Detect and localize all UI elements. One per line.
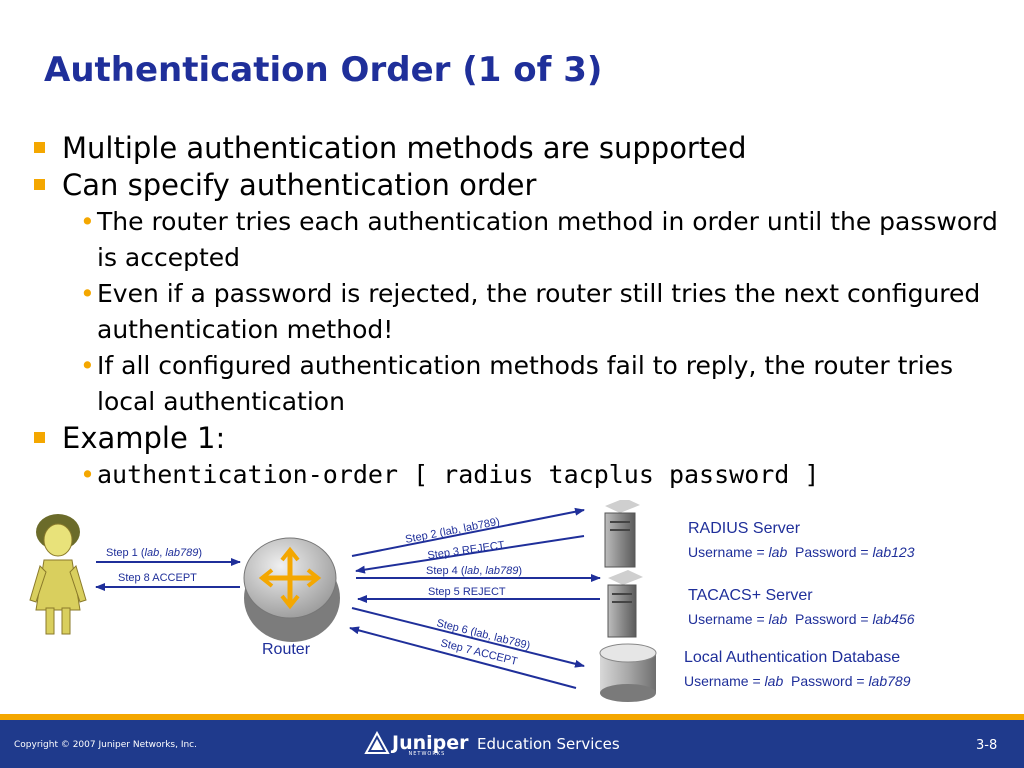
bullet-list: Multiple authentication methods are supp… (34, 130, 1019, 493)
page-number: 3-8 (976, 738, 998, 753)
radius-credentials: Username = lab Password = lab123 (688, 544, 915, 560)
square-bullet-icon (34, 179, 45, 190)
brand-subtitle: NETWORKS (408, 751, 446, 757)
dot-bullet-icon: • (80, 460, 96, 489)
dot-bullet-icon: • (80, 279, 95, 308)
sub-bullet-text: Even if a password is rejected, the rout… (97, 279, 981, 344)
sub-bullet-text: If all configured authentication methods… (97, 351, 954, 416)
arrow-step-2 (351, 507, 585, 557)
bullet-text: Can specify authentication order (62, 168, 537, 202)
authentication-diagram: Router Step 1 (lab, lab789) Step 8 ACCEP… (29, 500, 915, 702)
step-4-label: Step 4 (lab, lab789) (426, 565, 522, 577)
arrow-step-6 (351, 607, 585, 668)
step-3-label: Step 3 REJECT (427, 539, 506, 562)
tacacs-server-title: TACACS+ Server (688, 587, 813, 604)
footer-bar (0, 714, 1024, 768)
step-5-label: Step 5 REJECT (428, 586, 506, 598)
slide-title: Authentication Order (1 of 3) (44, 50, 603, 90)
education-services-label: Education Services (477, 735, 620, 753)
tacacs-server-icon (607, 570, 643, 638)
local-db-title: Local Authentication Database (684, 649, 900, 666)
arrow-step-7 (349, 626, 577, 689)
router-label: Router (262, 641, 311, 658)
copyright-text: Copyright © 2007 Juniper Networks, Inc. (14, 740, 197, 750)
juniper-logo: Juniper NETWORKS (364, 730, 469, 757)
sub-bullet-item: • authentication-order [ radius tacplus … (34, 457, 1019, 493)
tacacs-credentials: Username = lab Password = lab456 (688, 611, 915, 627)
router-icon (243, 537, 340, 642)
step-1-label: Step 1 (lab, lab789) (106, 547, 202, 559)
sub-bullet-text: The router tries each authentication met… (97, 207, 998, 272)
brand-name: Juniper (392, 732, 469, 754)
arrow-step-3 (355, 535, 585, 574)
sub-bullet-item: • The router tries each authentication m… (34, 204, 1019, 276)
sub-bullet-item: • If all configured authentication metho… (34, 348, 1019, 420)
database-icon (599, 643, 657, 702)
dot-bullet-icon: • (80, 207, 95, 236)
bullet-item: Can specify authentication order (34, 167, 1019, 204)
juniper-logo-icon (364, 731, 390, 754)
step-8-label: Step 8 ACCEPT (118, 572, 197, 584)
example-code: authentication-order [ radius tacplus pa… (97, 460, 820, 489)
square-bullet-icon (34, 142, 45, 153)
radius-server-icon (604, 500, 640, 568)
bullet-text: Multiple authentication methods are supp… (62, 131, 747, 165)
bullet-item: Multiple authentication methods are supp… (34, 130, 1019, 167)
user-icon (29, 514, 87, 635)
local-db-credentials: Username = lab Password = lab789 (684, 673, 911, 689)
square-bullet-icon (34, 432, 45, 443)
dot-bullet-icon: • (80, 351, 95, 380)
bullet-item: Example 1: (34, 420, 1019, 457)
footer-accent-stripe (0, 714, 1024, 720)
sub-bullet-item: • Even if a password is rejected, the ro… (34, 276, 1019, 348)
radius-server-title: RADIUS Server (688, 520, 801, 537)
bullet-text: Example 1: (62, 421, 226, 455)
